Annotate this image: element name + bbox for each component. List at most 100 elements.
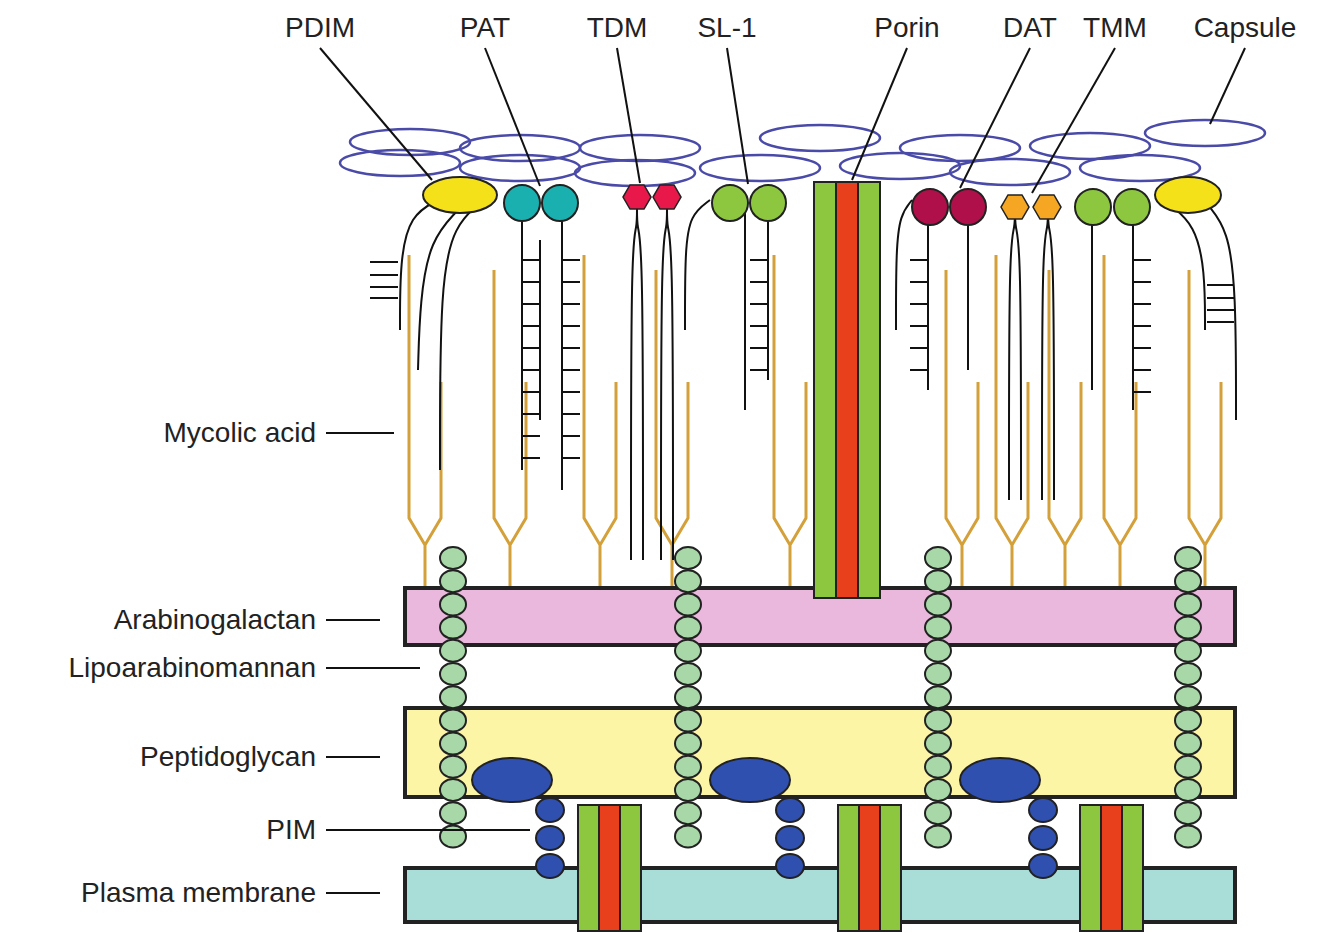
- leader-line: [617, 48, 640, 183]
- protein-core: [859, 805, 880, 931]
- protein-side: [1080, 805, 1101, 931]
- leader-line: [326, 829, 530, 831]
- sugar-unit: [440, 547, 466, 569]
- head-group: [623, 185, 651, 209]
- head-group: [712, 185, 748, 221]
- chain-branch: [562, 259, 580, 261]
- lipid-chain: [896, 200, 912, 330]
- pim-unit: [776, 854, 804, 878]
- pim-head: [472, 758, 552, 802]
- chain-branch: [562, 457, 580, 459]
- sugar-unit: [925, 617, 951, 639]
- capsule-ellipse: [340, 150, 460, 176]
- chain-branch: [370, 261, 398, 263]
- leader-line: [1210, 48, 1245, 124]
- protein-core: [1101, 805, 1122, 931]
- leader-line: [326, 619, 380, 621]
- chain-branch: [910, 369, 928, 371]
- sugar-unit: [440, 825, 466, 847]
- head-group: [542, 185, 578, 221]
- chain-branch: [750, 259, 768, 261]
- chain-branch: [562, 369, 580, 371]
- sugar-unit: [440, 640, 466, 662]
- lipid-chain: [1015, 205, 1021, 500]
- sugar-unit: [925, 756, 951, 778]
- pim-unit: [536, 798, 564, 822]
- sugar-unit: [675, 593, 701, 615]
- sugar-unit: [440, 779, 466, 801]
- sugar-unit: [925, 547, 951, 569]
- component-label: DAT: [1003, 12, 1057, 44]
- sugar-unit: [675, 779, 701, 801]
- sugar-unit: [1175, 617, 1201, 639]
- head-group: [1075, 189, 1111, 225]
- head-group: [653, 185, 681, 209]
- head-group: [1155, 177, 1221, 213]
- layer-label: Plasma membrane: [81, 877, 316, 909]
- sugar-unit: [1175, 593, 1201, 615]
- lipid-chain: [661, 205, 667, 560]
- chain-branch: [562, 391, 580, 393]
- lipid-chain: [637, 205, 643, 560]
- chain-branch: [1207, 309, 1234, 311]
- lipid-chain: [1132, 210, 1134, 410]
- component-label: PDIM: [285, 12, 355, 44]
- sugar-unit: [675, 640, 701, 662]
- chain-branch: [562, 435, 580, 437]
- mycolic-acid: [584, 255, 616, 588]
- chain-branch: [522, 457, 540, 459]
- pim-unit: [776, 826, 804, 850]
- leader-line: [326, 432, 394, 434]
- lipid-chain: [1042, 205, 1048, 500]
- lipid-chain: [631, 205, 637, 560]
- protein-side: [620, 805, 641, 931]
- component-label: Capsule: [1194, 12, 1297, 44]
- chain-branch: [750, 347, 768, 349]
- lipid-chain: [1208, 205, 1236, 420]
- chain-branch: [750, 281, 768, 283]
- leader-lines: [320, 48, 1245, 893]
- mycolic-acid: [996, 255, 1028, 588]
- capsule-ellipse: [900, 135, 1020, 161]
- component-label: SL-1: [697, 12, 756, 44]
- chain-branch: [522, 325, 540, 327]
- protein-side: [1122, 805, 1143, 931]
- chain-branch: [1133, 391, 1151, 393]
- mycolic-acid: [1104, 255, 1136, 588]
- lipid-chain: [1170, 205, 1205, 330]
- leader-line: [1032, 48, 1115, 193]
- lipid-chain: [521, 210, 523, 470]
- capsule-ellipse: [460, 135, 580, 161]
- pim-unit: [536, 854, 564, 878]
- chain-branch: [1133, 325, 1151, 327]
- sugar-unit: [925, 686, 951, 708]
- lipid-chain: [1048, 205, 1054, 500]
- sugar-unit: [925, 709, 951, 731]
- pim-head: [960, 758, 1040, 802]
- leader-line: [852, 48, 907, 180]
- membrane-protein: [578, 805, 641, 931]
- sugar-unit: [675, 686, 701, 708]
- capsule-layer: [340, 120, 1265, 186]
- chain-branch: [522, 413, 540, 415]
- component-label: TMM: [1083, 12, 1147, 44]
- chain-branch: [522, 369, 540, 371]
- protein-side: [858, 182, 880, 598]
- lipid-chain: [767, 210, 769, 380]
- chain-branch: [750, 369, 768, 371]
- leader-line: [326, 756, 380, 758]
- sugar-unit: [440, 686, 466, 708]
- pim-unit: [536, 826, 564, 850]
- lipid-chain: [927, 210, 929, 390]
- chain-branch: [1133, 369, 1151, 371]
- chain-branch: [522, 303, 540, 305]
- mycolic-acid: [409, 255, 441, 588]
- sugar-unit: [1175, 686, 1201, 708]
- sugar-unit: [440, 570, 466, 592]
- chain-branch: [910, 303, 928, 305]
- protein-side: [814, 182, 836, 598]
- sugar-unit: [1175, 709, 1201, 731]
- sugar-unit: [440, 593, 466, 615]
- membrane-protein: [814, 182, 880, 598]
